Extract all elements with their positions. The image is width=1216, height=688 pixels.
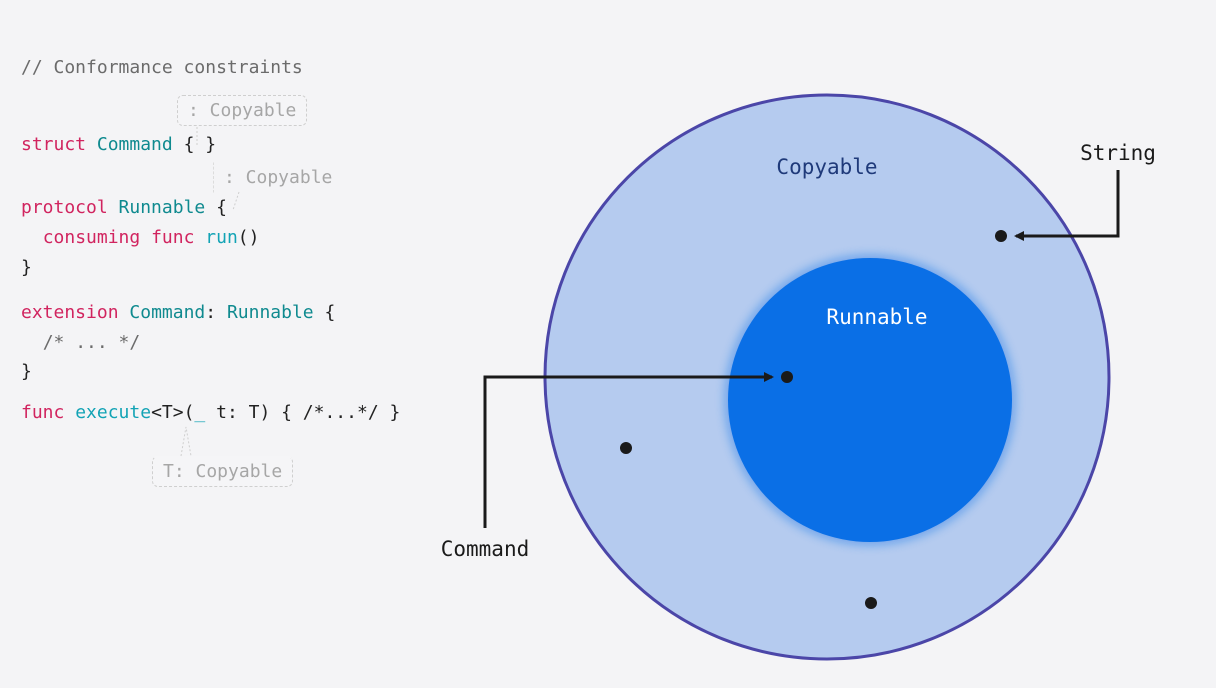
hint-struct-copyable: : Copyable: [177, 95, 308, 126]
exec-underscore: _: [194, 402, 206, 423]
exec-generic: <T>(: [151, 402, 195, 423]
code-line-run: consuming func run(): [21, 227, 260, 249]
string-label: String: [1080, 141, 1156, 165]
code-line-extension: extension Command: Runnable {: [21, 302, 335, 324]
copyable-set-label: Copyable: [776, 155, 877, 179]
keyword-struct: struct: [21, 134, 87, 155]
code-comment: // Conformance constraints: [21, 57, 303, 78]
ext-comment: /* ... */: [42, 332, 141, 353]
unnamed-point-bottom: [865, 597, 877, 609]
runnable-set-label: Runnable: [826, 305, 927, 329]
code-line-execute: func execute<T>(_ t: T) { /*...*/ }: [21, 402, 400, 424]
func-run: run: [205, 227, 238, 248]
ext-body-comment: /* ... */: [21, 332, 141, 354]
protocol-open: {: [205, 197, 227, 218]
type-command: Command: [96, 134, 173, 155]
exec-rest: t: T) { /*...*/ }: [205, 402, 401, 423]
keyword-extension: extension: [21, 302, 119, 323]
code-panel: // Conformance constraints struct Comman…: [21, 0, 400, 423]
command-label: Command: [441, 537, 530, 561]
struct-body: { }: [172, 134, 217, 155]
hint-generic-copyable: T: Copyable: [152, 456, 294, 487]
ext-proto: Runnable: [226, 302, 314, 323]
command-arrow: [483, 372, 774, 528]
func-execute: execute: [75, 402, 152, 423]
keyword-consuming: consuming: [42, 227, 141, 248]
keyword-func-exec: func: [21, 402, 65, 423]
string-arrow: [1014, 170, 1120, 241]
unnamed-point-left: [620, 442, 632, 454]
keyword-func: func: [151, 227, 195, 248]
code-line-struct: struct Command { }: [21, 134, 216, 156]
hint-protocol-copyable: : Copyable: [213, 162, 343, 193]
hint-protocol-connector: [232, 191, 240, 211]
hint-generic-connector: [180, 426, 192, 457]
keyword-protocol: protocol: [21, 197, 108, 218]
ext-colon: :: [205, 302, 227, 323]
string-point: [995, 230, 1007, 242]
ext-open: {: [313, 302, 336, 323]
code-line-protocol: protocol Runnable {: [21, 197, 227, 219]
protocol-close: }: [21, 257, 32, 278]
runnable-set-circle: [728, 258, 1012, 542]
ext-close: }: [21, 361, 32, 382]
type-runnable: Runnable: [118, 197, 206, 218]
command-point: [781, 371, 793, 383]
ext-type: Command: [129, 302, 206, 323]
run-parens: (): [237, 227, 260, 248]
